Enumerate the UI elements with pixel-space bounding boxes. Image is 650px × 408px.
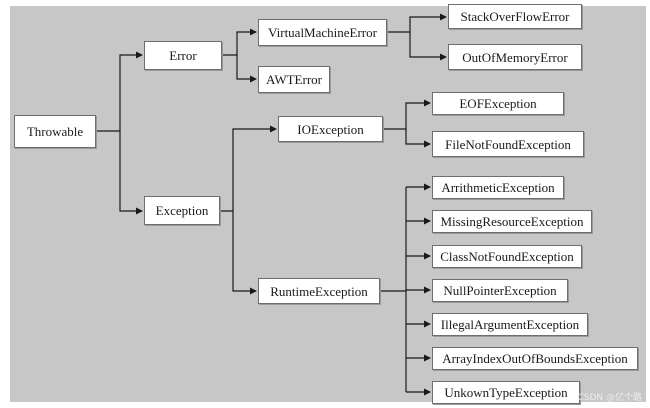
node-file-not-found-exception: FileNotFoundException (432, 131, 584, 157)
edge-exception-runtime (232, 211, 257, 295)
node-awt-error: AWTError (258, 66, 330, 93)
edge-exception-io (220, 125, 277, 212)
edge-error-vme (222, 28, 257, 56)
node-throwable: Throwable (14, 115, 96, 148)
node-virtual-machine-error: VirtualMachineError (258, 19, 387, 46)
node-illegal-argument-exception: IllegalArgumentException (432, 313, 588, 336)
node-null-pointer-exception: NullPointerException (432, 279, 568, 302)
edge-io-fnf (405, 129, 431, 148)
node-arithmetic-exception: ArrithmeticException (432, 176, 564, 199)
node-missing-resource-exception: MissingResourceException (432, 210, 592, 233)
node-error: Error (144, 41, 222, 70)
edge-io-eof (383, 99, 431, 130)
node-unknown-type-exception: UnkownTypeException (432, 381, 580, 404)
edge-error-awt (236, 55, 257, 83)
node-eof-exception: EOFException (432, 92, 564, 115)
node-array-index-out-of-bounds-exception: ArrayIndexOutOfBoundsException (432, 347, 638, 370)
node-io-exception: IOException (278, 116, 383, 142)
node-out-of-memory-error: OutOfMemoryError (448, 44, 582, 70)
node-runtime-exception: RuntimeException (258, 278, 380, 304)
node-exception: Exception (144, 196, 220, 225)
edge-vme-sof (387, 13, 447, 33)
node-class-not-found-exception: ClassNotFoundException (432, 245, 582, 268)
edge-vme-oom (409, 32, 447, 61)
edge-throwable-error (96, 51, 143, 132)
node-stack-overflow-error: StackOverFlowError (448, 4, 582, 29)
watermark-text: CSDN @亿个路 (577, 393, 642, 403)
edge-throwable-exception (119, 131, 143, 215)
